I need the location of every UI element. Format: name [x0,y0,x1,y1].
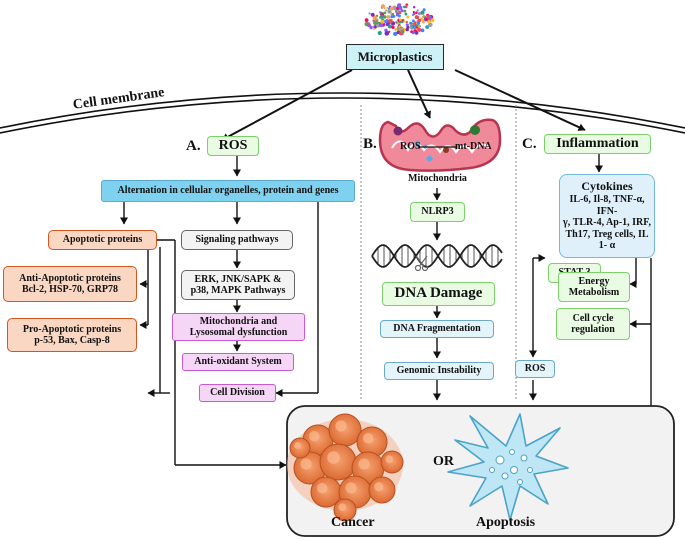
dna-fragmentation-box: DNA Fragmentation [380,320,494,338]
erk-line-1: ERK, JNK/SAPK & [194,273,282,285]
genomic-instability-box: Genomic Instability [384,362,494,380]
pro-apoptotic-line-2: p-53, Bax, Casp-8 [34,335,110,346]
cytokines-box: Cytokines IL-6, Il-8, TNF-α, IFN- γ, TLR… [559,174,655,258]
mito-ros-label: ROS [400,141,421,152]
pro-apoptotic-proteins-box: Pro-Apoptotic proteins p-53, Bax, Casp-8 [7,318,137,352]
panel-a-connectors [120,156,319,469]
scissors-icon [414,255,429,272]
erk-line-2: p38, MAPK Pathways [190,285,286,296]
panel-c-letter: C. [522,136,537,152]
anti-apoptotic-proteins-box: Anti-Apoptotic proteins Bcl-2, HSP-70, G… [3,266,137,302]
mitochondrion-icon [378,118,502,172]
mitochondria-lysosomal-box: Mitochondria and Lysosomal dysfunction [172,313,305,341]
energy-line-1: Energy [578,275,610,287]
cellcycle-line-1: Cell cycle [572,312,614,324]
cytokines-line-2: γ, TLR-4, Ap-1, IRF, [563,217,651,229]
mito-lyso-line-1: Mitochondria and [199,315,278,327]
cancer-cell-cluster-icon [287,413,404,522]
cell-membrane [0,92,685,134]
energy-line-2: Metabolism [568,287,620,298]
apoptotic-cell-icon [447,413,569,521]
ros-title-box: ROS [207,136,259,156]
panel-a-letter: A. [186,138,201,154]
antioxidant-system-box: Anti-oxidant System [182,353,294,371]
signaling-pathways-box: Signaling pathways [181,230,293,250]
pro-apoptotic-line-1: Pro-Apoptotic proteins [22,323,122,335]
ros-c-box: ROS [515,360,555,378]
panel-b-letter: B. [363,136,377,152]
microplastics-box: Microplastics [346,44,444,70]
mito-lyso-line-2: Lysosomal dysfunction [189,327,288,338]
erk-jnk-pathways-box: ERK, JNK/SAPK & p38, MAPK Pathways [181,270,295,300]
cell-division-box: Cell Division [199,384,276,402]
cell-cycle-regulation-box: Cell cycle regulation [556,308,630,340]
nlrp3-box: NLRP3 [410,202,465,222]
anti-apoptotic-line-2: Bcl-2, HSP-70, GRP78 [21,284,119,295]
inflammation-title-box: Inflammation [544,134,651,154]
dna-damage-box: DNA Damage [382,282,495,306]
apoptotic-proteins-box: Apoptotic proteins [48,230,157,250]
apoptosis-label: Apoptosis [476,515,536,530]
microplastic-particles-icon [364,3,435,36]
alternation-box: Alternation in cellular organelles, prot… [101,180,355,202]
mitochondria-label: Mitochondria [408,173,467,184]
cytokines-line-3: Th17, Treg cells, IL 1- α [565,228,649,252]
or-label: OR [433,454,454,469]
mito-mtdna-label: mt-DNA [455,141,492,152]
cancer-label: Cancer [331,515,375,530]
cytokines-title: Cytokines [581,179,633,194]
dna-helix-icon [371,244,503,268]
microplastics-arrows [221,69,586,141]
cytokines-line-1: IL-6, Il-8, TNF-α, IFN- [569,194,645,217]
energy-metabolism-box: Energy Metabolism [558,272,630,302]
cellcycle-line-2: regulation [571,324,615,335]
anti-apoptotic-line-1: Anti-Apoptotic proteins [19,272,121,284]
